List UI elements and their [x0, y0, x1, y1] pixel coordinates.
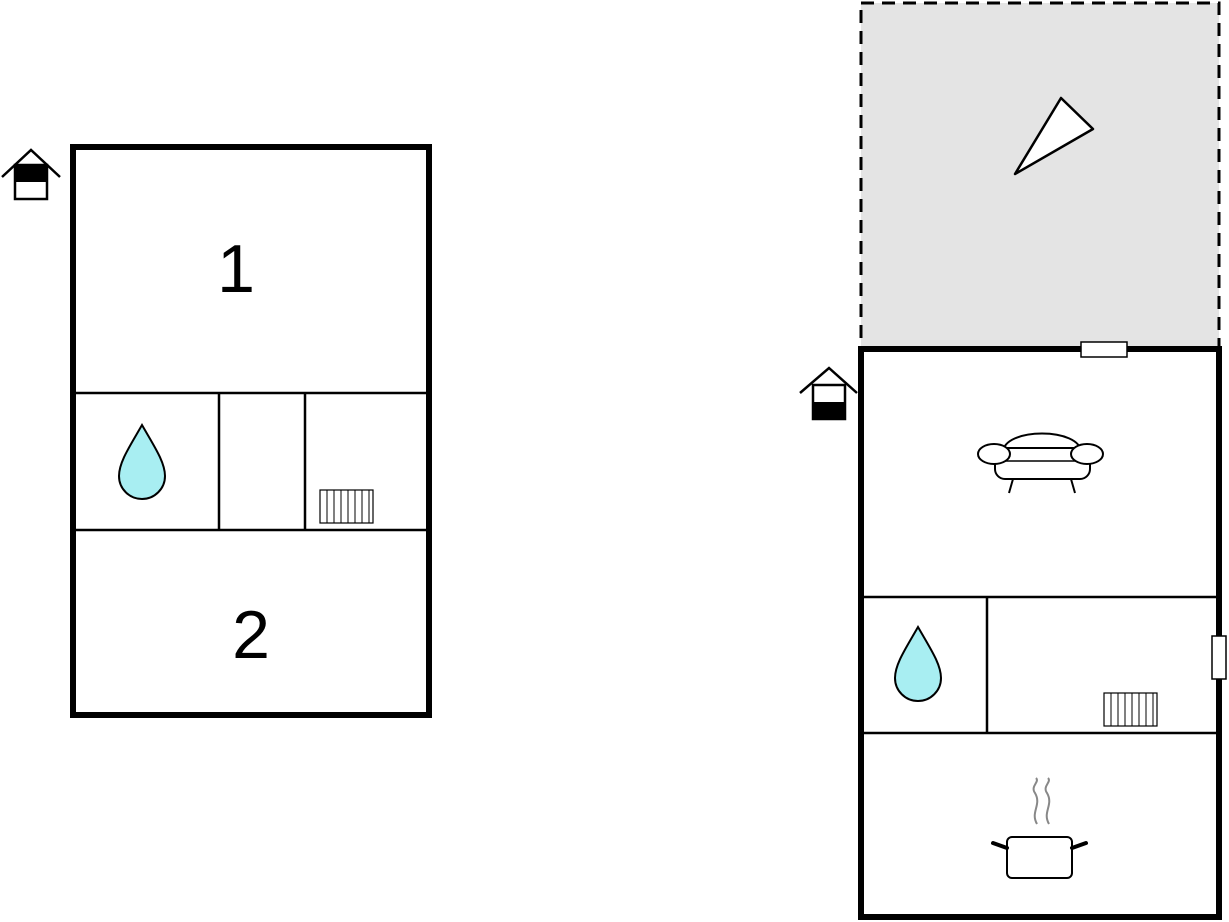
water-drop-icon	[117, 422, 167, 500]
room-number-2: 2	[232, 597, 270, 673]
sun-umbrella-icon	[1013, 96, 1095, 176]
radiator-icon	[319, 489, 374, 524]
room-bedroom-1: 1	[217, 231, 255, 307]
floor-ground-icon	[799, 366, 858, 421]
room-number-1: 1	[217, 231, 255, 307]
terrace-area	[859, 1, 1221, 350]
upper-outer-wall	[70, 144, 432, 718]
radiator-icon	[1103, 692, 1158, 727]
window	[1211, 635, 1227, 680]
window	[1080, 341, 1128, 358]
sofa-icon	[977, 432, 1104, 494]
water-drop-icon	[893, 624, 943, 702]
ground-floor-plan	[799, 1, 1227, 920]
upper-floor-plan: 1 2	[1, 144, 432, 718]
cooking-pot-icon	[991, 777, 1088, 879]
room-bedroom-2: 2	[232, 597, 270, 673]
floor-upper-icon	[1, 148, 61, 201]
